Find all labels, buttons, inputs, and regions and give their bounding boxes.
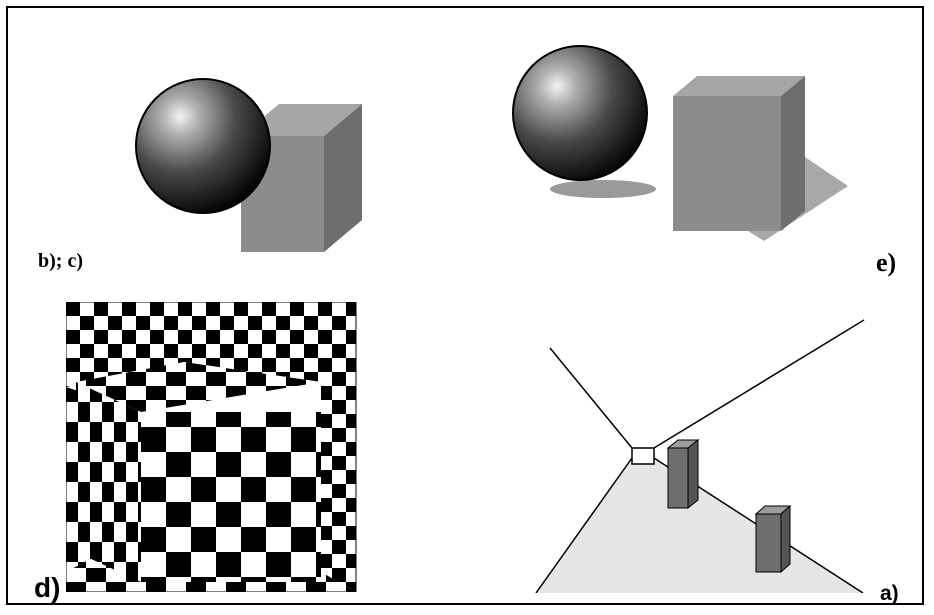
panel-label-e: e): [876, 248, 897, 277]
sphere-shadow: [550, 180, 656, 198]
figure-frame: b); c) e): [6, 6, 924, 605]
back-wall-right: [184, 302, 356, 592]
panel-e-sphere-cube-shadows: [512, 45, 848, 241]
cube-top-face: [241, 104, 362, 136]
cube-top-checker: [76, 362, 321, 412]
panel-bc-sphere-cube: [135, 78, 362, 252]
line-bottom-left: [535, 457, 633, 593]
panel-label-a: a): [880, 582, 899, 605]
cube-side-checker: [76, 382, 141, 582]
cube-top-face: [673, 76, 805, 96]
cube-front-face: [673, 96, 781, 231]
panel-d-border: [66, 302, 357, 592]
floor-plane: [536, 458, 863, 593]
vanishing-window: [631, 447, 655, 465]
back-wall-left: [66, 302, 184, 387]
line-top-left: [549, 347, 633, 449]
sphere: [512, 45, 648, 181]
box1-side: [687, 438, 699, 510]
box2-side: [780, 504, 791, 574]
panel-label-d: d): [34, 572, 61, 603]
cube-side-face: [324, 104, 362, 252]
panel-label-bc: b); c): [38, 250, 83, 272]
line-top-right: [653, 319, 865, 449]
cube-front-checker: [141, 412, 321, 582]
panel-a-perspective-corridor: [535, 319, 865, 593]
box2-front: [755, 513, 782, 573]
cube-side-face: [781, 76, 805, 231]
box1-front: [667, 447, 689, 509]
panel-d-checkerboard-room: [66, 302, 357, 592]
sphere: [135, 78, 271, 214]
